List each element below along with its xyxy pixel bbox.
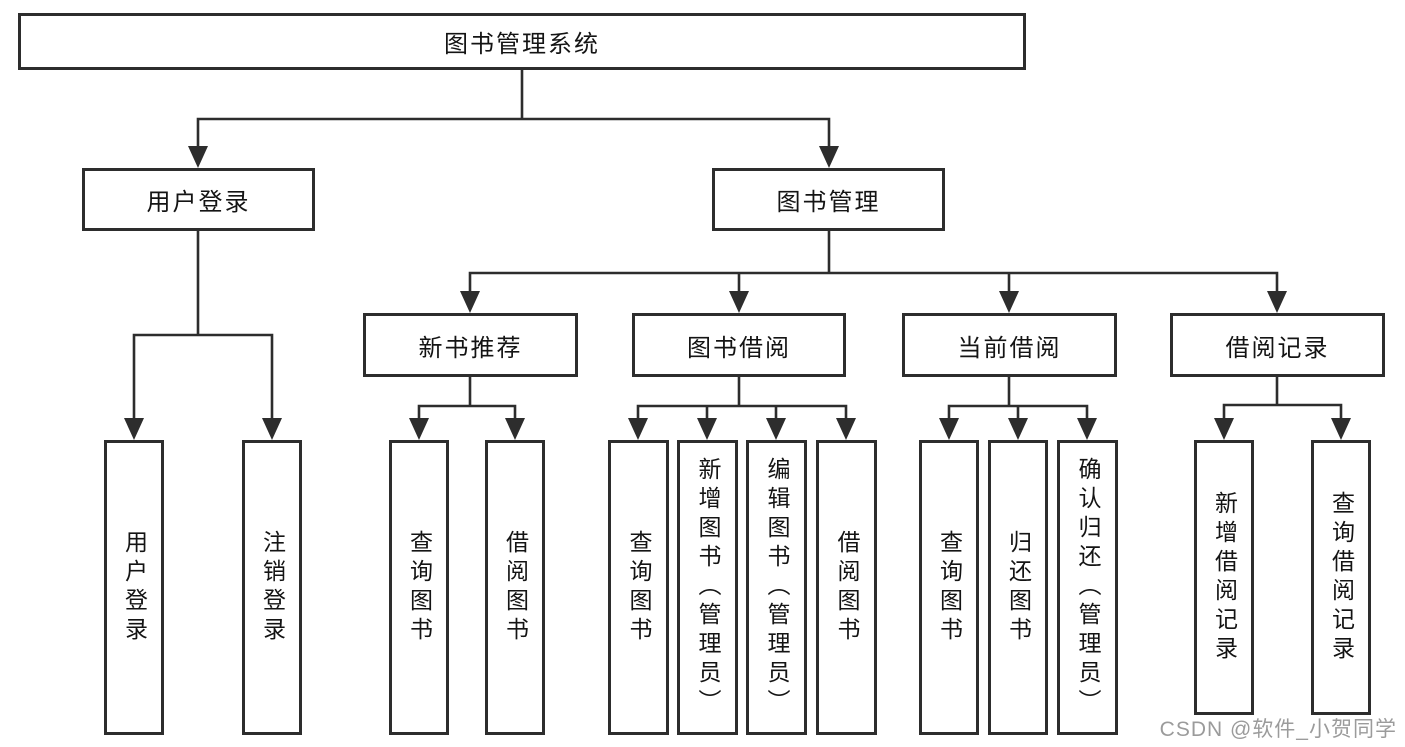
leaf-query-borrow-record: 查询借阅记录: [1311, 440, 1371, 715]
node-label: 查询图书: [626, 529, 652, 646]
arrowheads: [124, 146, 1351, 440]
node-label: 当前借阅: [957, 334, 1062, 362]
node-label: 新书推荐: [418, 334, 523, 362]
leaf-user-login: 用户登录: [104, 440, 164, 735]
node-book-management-branch: 图书管理: [712, 168, 945, 231]
node-label: 查询借阅记录: [1328, 490, 1355, 665]
leaf-add-books-admin: 新增图书（管理员）: [677, 440, 738, 735]
leaf-borrow-books-2: 借阅图书: [816, 440, 877, 735]
node-label: 图书管理: [776, 189, 881, 216]
node-label: 确认归还（管理员）: [1075, 457, 1101, 718]
node-borrowing-records: 借阅记录: [1170, 313, 1385, 377]
connector-rails: [132, 70, 1343, 422]
node-label: 借阅记录: [1225, 334, 1330, 362]
node-current-borrowing: 当前借阅: [902, 313, 1117, 377]
node-label: 编辑图书（管理员）: [764, 457, 790, 718]
leaf-edit-books-admin: 编辑图书（管理员）: [746, 440, 807, 735]
node-label: 借阅图书: [502, 529, 529, 646]
node-user-login-branch: 用户登录: [82, 168, 315, 231]
leaf-borrow-books-1: 借阅图书: [485, 440, 545, 735]
node-label: 用户登录: [146, 189, 251, 216]
node-label: 图书借阅: [687, 334, 791, 362]
leaf-confirm-return-admin: 确认归还（管理员）: [1057, 440, 1118, 735]
leaf-return-books: 归还图书: [988, 440, 1048, 735]
node-label: 查询图书: [936, 529, 963, 646]
node-label: 新增借阅记录: [1211, 490, 1238, 665]
node-label: 注销登录: [259, 529, 286, 646]
node-label: 新增图书（管理员）: [695, 457, 721, 718]
node-label: 图书管理系统: [444, 31, 600, 58]
node-label: 借阅图书: [834, 529, 860, 646]
node-new-book-recommendation: 新书推荐: [363, 313, 578, 377]
node-label: 查询图书: [406, 529, 433, 646]
leaf-query-books-2: 查询图书: [608, 440, 669, 735]
node-book-borrowing: 图书借阅: [632, 313, 846, 377]
node-label: 归还图书: [1005, 529, 1032, 646]
leaf-logout: 注销登录: [242, 440, 302, 735]
node-label: 用户登录: [121, 529, 148, 646]
leaf-query-books-3: 查询图书: [919, 440, 979, 735]
leaf-query-books-1: 查询图书: [389, 440, 449, 735]
node-root-library-management-system: 图书管理系统: [18, 13, 1026, 70]
csdn-watermark: CSDN @软件_小贺同学: [1159, 718, 1397, 741]
leaf-add-borrow-record: 新增借阅记录: [1194, 440, 1254, 715]
